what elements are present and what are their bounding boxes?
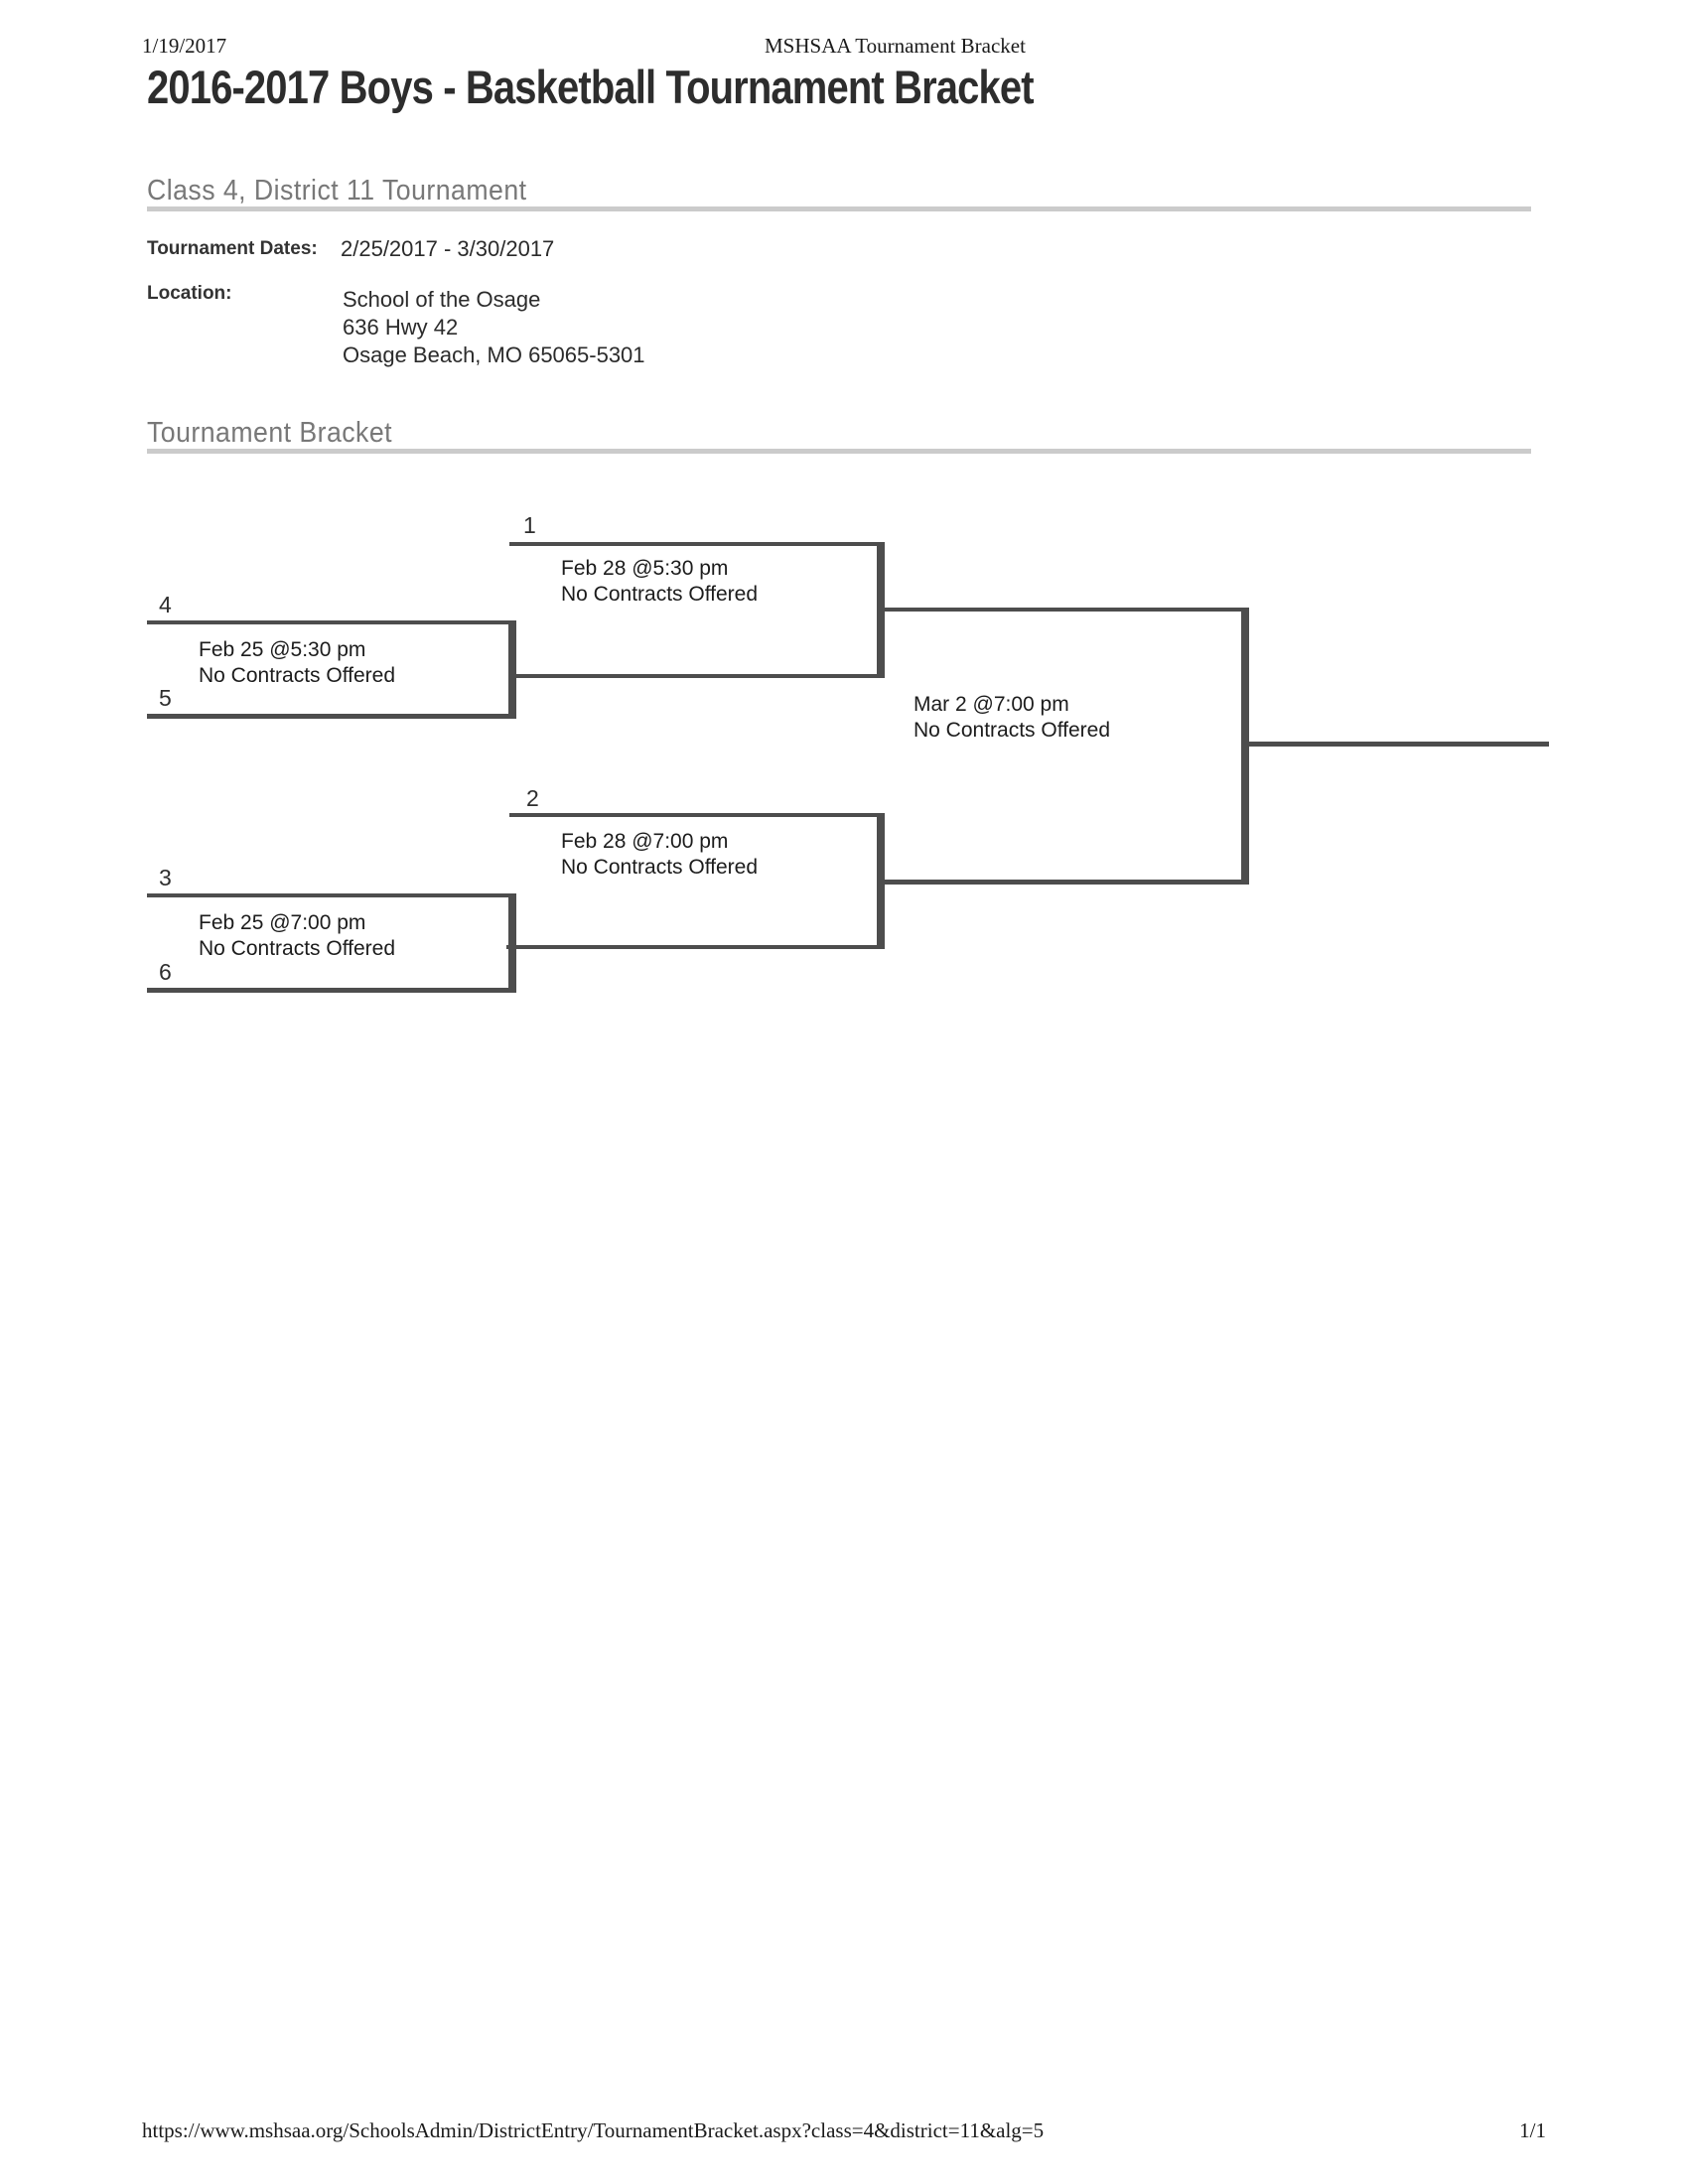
game-1-bottom-line: [508, 674, 885, 678]
print-header-date: 1/19/2017: [142, 34, 227, 58]
game-36-datetime: Feb 25 @7:00 pm: [199, 911, 366, 934]
final-datetime: Mar 2 @7:00 pm: [914, 693, 1069, 716]
game-1-info: Feb 28 @5:30 pm No Contracts Offered: [561, 556, 758, 608]
print-footer-page-indicator: 1/1: [1519, 2118, 1546, 2142]
game-36-right-edge: [508, 893, 516, 993]
section-heading-tournament: Class 4, District 11 Tournament: [147, 175, 527, 206]
print-footer-url: https://www.mshsaa.org/SchoolsAdmin/Dist…: [142, 2118, 1045, 2142]
game-36-note: No Contracts Offered: [199, 937, 396, 960]
game-2-top-line: [509, 813, 885, 817]
section-divider: [147, 206, 1531, 211]
game-36-top-line: [147, 893, 516, 897]
game-1-note: No Contracts Offered: [561, 583, 759, 606]
game-2-info: Feb 28 @7:00 pm No Contracts Offered: [561, 829, 758, 881]
game-2-winner-line: [885, 880, 1241, 885]
final-info: Mar 2 @7:00 pm No Contracts Offered: [914, 692, 1110, 744]
location-line-2: 636 Hwy 42: [343, 315, 459, 340]
game-2-right-edge: [877, 813, 885, 949]
game-1-winner-line: [885, 608, 1241, 612]
seed-number-6: 6: [159, 959, 172, 985]
game-2-datetime: Feb 28 @7:00 pm: [561, 830, 729, 853]
location-line-3: Osage Beach, MO 65065-5301: [343, 342, 645, 367]
final-note: No Contracts Offered: [914, 719, 1111, 742]
seed-number-5: 5: [159, 685, 172, 711]
game-45-right-edge: [508, 620, 516, 719]
game-45-bottom-line: [147, 714, 516, 719]
game-2-bottom-line: [506, 945, 885, 949]
game-2-note: No Contracts Offered: [561, 856, 759, 879]
game-36-info: Feb 25 @7:00 pm No Contracts Offered: [199, 910, 395, 962]
section-heading-bracket: Tournament Bracket: [147, 417, 393, 449]
final-right-edge: [1241, 608, 1249, 885]
game-45-datetime: Feb 25 @5:30 pm: [199, 638, 366, 661]
location-label: Location:: [147, 283, 232, 304]
game-1-right-edge: [877, 542, 885, 678]
section-divider: [147, 449, 1531, 454]
game-45-info: Feb 25 @5:30 pm No Contracts Offered: [199, 637, 395, 689]
champion-line: [1249, 742, 1549, 747]
seed-number-1: 1: [523, 512, 536, 538]
game-1-datetime: Feb 28 @5:30 pm: [561, 557, 729, 580]
location-value: School of the Osage 636 Hwy 42 Osage Bea…: [343, 286, 645, 369]
game-36-bottom-line: [147, 988, 516, 993]
seed-number-3: 3: [159, 865, 172, 890]
print-header-title: MSHSAA Tournament Bracket: [765, 34, 1026, 58]
seed-number-2: 2: [526, 785, 539, 811]
tournament-dates-value: 2/25/2017 - 3/30/2017: [341, 236, 555, 261]
seed-number-4: 4: [159, 592, 172, 617]
game-1-top-line: [509, 542, 885, 546]
location-line-1: School of the Osage: [343, 287, 541, 312]
tournament-dates-label: Tournament Dates:: [147, 238, 318, 259]
game-45-top-line: [147, 620, 516, 624]
game-45-note: No Contracts Offered: [199, 664, 396, 687]
page-title: 2016-2017 Boys - Basketball Tournament B…: [147, 61, 1035, 113]
